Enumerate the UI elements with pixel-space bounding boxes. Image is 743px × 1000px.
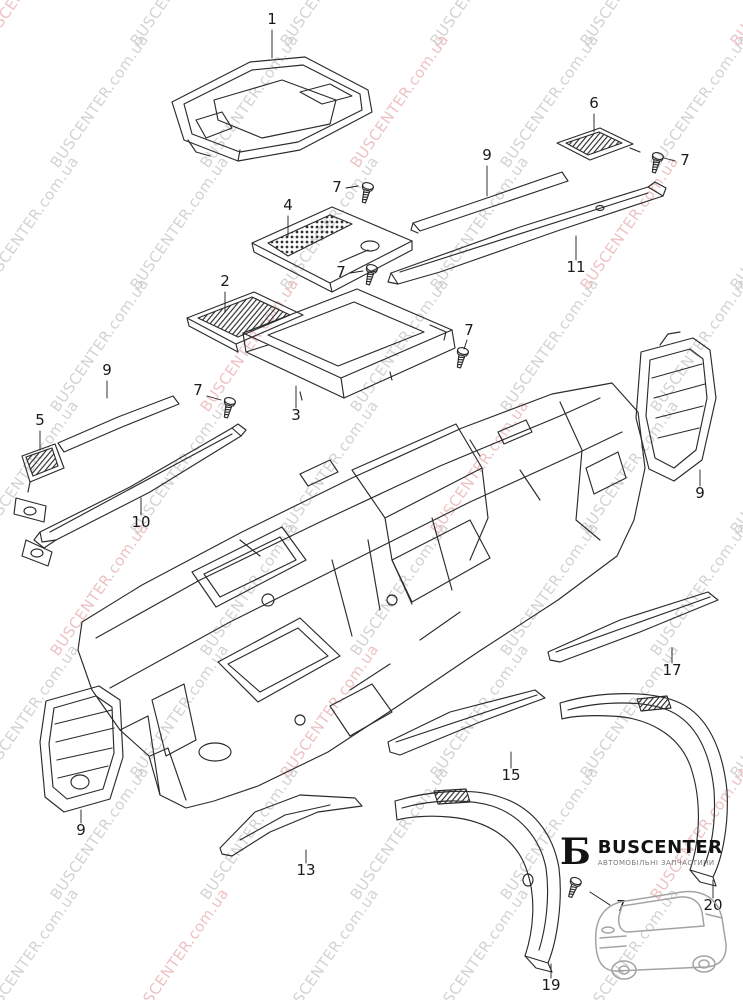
part-4-cover-panel [251, 206, 413, 293]
logo-mark: Б [560, 831, 591, 873]
part-11-strip [387, 181, 667, 285]
part-labels: 1 6 7 9 4 7 11 2 7 3 7 9 5 7 10 9 17 15 9 13 7 20 19 [35, 10, 722, 994]
screw-icon [452, 345, 470, 370]
part-label-9: 9 [482, 146, 492, 164]
part-label-7: 7 [332, 178, 342, 196]
part-label-2: 2 [220, 272, 230, 290]
part-20-pillar-trim [559, 693, 728, 887]
part-label-1: 1 [267, 10, 277, 28]
screw-icon [647, 150, 665, 175]
part-1-top-tray [171, 56, 373, 162]
part-label-7: 7 [616, 897, 626, 915]
screw-icon [219, 395, 237, 420]
part-label-7: 7 [336, 263, 346, 281]
leader-line [463, 339, 468, 350]
part-label-6: 6 [589, 94, 599, 112]
part-label-15: 15 [501, 766, 520, 784]
part-main-dashboard-body [77, 382, 646, 809]
part-6-grille [556, 127, 641, 161]
screw-icon [357, 180, 375, 205]
part-label-9: 9 [76, 821, 86, 839]
part-label-7: 7 [193, 381, 203, 399]
part-label-9: 9 [695, 484, 705, 502]
screws-part-7 [219, 150, 665, 900]
part-label-19: 19 [541, 976, 560, 994]
part-label-9: 9 [102, 361, 112, 379]
part-label-3: 3 [291, 406, 301, 424]
part-label-7: 7 [680, 151, 690, 169]
part-9-vent-right [635, 331, 717, 482]
leader-line [206, 395, 222, 401]
part-13-trim-sheet [219, 794, 363, 857]
part-label-13: 13 [296, 861, 315, 879]
leader-line [663, 157, 676, 162]
part-5-grille [13, 443, 65, 523]
leader-line [349, 270, 364, 274]
part-label-5: 5 [35, 411, 45, 429]
part-17-trim-sheet [547, 591, 719, 663]
leader-line [345, 185, 359, 189]
part-2-grille [186, 291, 304, 353]
part-9-vent-left [39, 685, 124, 813]
part-label-20: 20 [703, 896, 722, 914]
part-15-trim-sheet [387, 689, 546, 756]
logo-brand-text: BUSCENTER [597, 836, 723, 858]
part-9-strip-left [57, 395, 180, 453]
part-label-17: 17 [662, 661, 681, 679]
part-9-strip-top [410, 171, 569, 234]
part-19-pillar-trim [394, 788, 561, 973]
part-10-strip [21, 423, 247, 567]
part-label-10: 10 [131, 513, 150, 531]
logo-tagline-text: АВТОМОБІЛЬНІ ЗАПЧАСТИНИ [597, 858, 715, 867]
leader-line [589, 891, 611, 906]
screw-icon [564, 875, 583, 900]
part-3-console-box [242, 288, 456, 401]
part-label-7: 7 [464, 321, 474, 339]
buscenter-logo: Б BUSCENTER АВТОМОБІЛЬНІ ЗАПЧАСТИНИ [560, 831, 723, 873]
part-label-4: 4 [283, 196, 293, 214]
part-label-11: 11 [566, 258, 585, 276]
van-sketch-illustration [594, 890, 727, 980]
